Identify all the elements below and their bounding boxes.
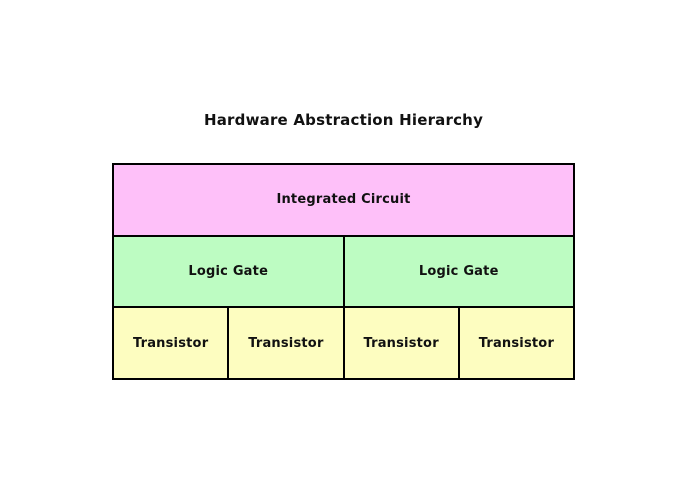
transistor-box-1: Transistor [132, 335, 209, 351]
integrated-circuit-box: Integrated Circuit [276, 192, 411, 208]
transistor-box-3: Transistor [342, 308, 458, 379]
page-title: Hardware Abstraction Hierarchy [203, 111, 484, 129]
hierarchy-diagram: Integrated Circuit Logic Gate Logic Gate… [112, 163, 575, 380]
logic-gate-box-1: Logic Gate [188, 264, 269, 279]
transistor-box-4: Transistor [457, 308, 573, 379]
transistor-box-2: Transistor [227, 308, 342, 379]
level-row-transistors: Transistor Transistor Transistor Transis… [114, 306, 573, 379]
logic-gate-box-2: Logic Gate [342, 236, 574, 307]
level-row-integrated-circuit: Integrated Circuit [114, 165, 573, 235]
level-row-logic-gates: Logic Gate Logic Gate [114, 234, 574, 307]
